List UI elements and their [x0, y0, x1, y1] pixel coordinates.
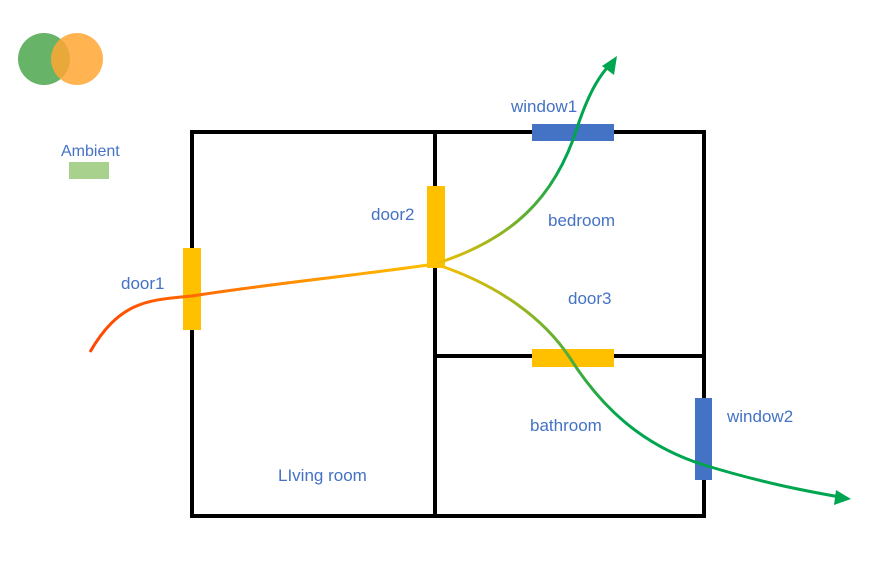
airflow-arrowhead-window2 [834, 490, 851, 505]
window2-label: window2 [727, 407, 794, 426]
door1-marker[interactable] [183, 248, 201, 330]
ambient-swatch [69, 162, 109, 179]
outer-wall [190, 130, 706, 518]
ambient-label: Ambient [61, 143, 120, 160]
airflow-path-to-window2 [434, 262, 841, 499]
airflow-path-inlet [88, 262, 436, 353]
door2-label: door2 [371, 205, 415, 224]
window2-marker[interactable] [695, 398, 712, 480]
door2-marker[interactable] [427, 186, 445, 268]
airflow-path-to-window1 [434, 60, 614, 266]
room-label-bathroom: bathroom [530, 416, 602, 435]
window1-label: window1 [511, 97, 578, 116]
airflow-arrowhead-window1 [602, 56, 617, 75]
door3-marker[interactable] [532, 349, 614, 367]
window1-marker[interactable] [532, 124, 614, 141]
walls [190, 130, 706, 518]
door1-label: door1 [121, 274, 165, 293]
door3-label: door3 [568, 289, 612, 308]
room-label-bedroom: bedroom [548, 211, 616, 230]
room-label-living-room: LIving room [278, 466, 367, 485]
legend-orange-circle [51, 33, 103, 85]
